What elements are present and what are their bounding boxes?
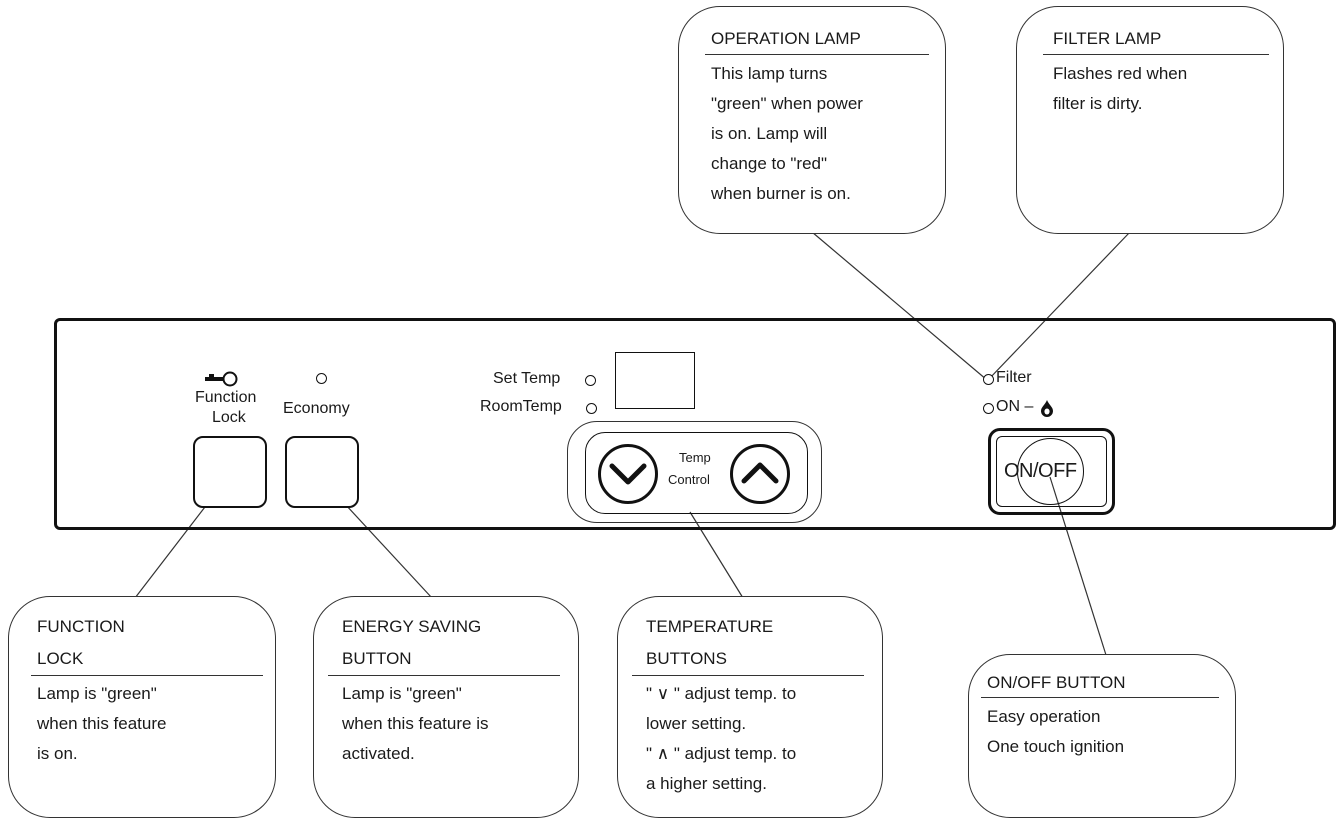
temp-down-button[interactable]	[596, 443, 660, 505]
function-lock-label: Lock	[212, 409, 246, 426]
operation-lamp	[983, 403, 994, 414]
economy-button[interactable]	[285, 436, 359, 508]
temp-up-button[interactable]	[728, 443, 792, 505]
economy-lamp	[316, 373, 327, 384]
callout-operation-lamp: OPERATION LAMP This lamp turns "green" w…	[678, 6, 946, 234]
callout-line: change to "red"	[711, 154, 828, 173]
callout-line: Lamp is "green"	[37, 684, 157, 703]
callout-title: TEMPERATURE	[646, 617, 774, 636]
function-lock-label: Function	[195, 389, 257, 406]
callout-line: when this feature	[37, 714, 167, 733]
temp-control-outer	[567, 421, 822, 523]
on-label: ON –	[996, 398, 1034, 415]
callout-line: activated.	[342, 744, 415, 763]
callout-on-off: ON/OFF BUTTON Easy operation One touch i…	[968, 654, 1236, 818]
on-off-label: ON/OFF	[1004, 460, 1077, 482]
callout-line: is on.	[37, 744, 78, 763]
temperature-display	[615, 352, 695, 409]
filter-lamp	[983, 374, 994, 385]
set-temp-label: Set Temp	[493, 370, 561, 387]
filter-label: Filter	[996, 369, 1032, 386]
on-off-circle	[1017, 438, 1084, 505]
leader-temperature	[689, 511, 744, 599]
title-underline	[705, 54, 929, 55]
control-panel	[54, 318, 1336, 530]
callout-function-lock: FUNCTION LOCK Lamp is "green" when this …	[8, 596, 276, 818]
callout-line: Flashes red when	[1053, 64, 1188, 83]
callout-line: lower setting.	[646, 714, 747, 733]
function-lock-button[interactable]	[193, 436, 267, 508]
callout-line: One touch ignition	[987, 737, 1125, 756]
room-temp-lamp	[586, 403, 597, 414]
callout-energy-saving: ENERGY SAVING BUTTON Lamp is "green" whe…	[313, 596, 579, 818]
callout-line: when burner is on.	[711, 184, 851, 203]
leader-operation-lamp	[811, 231, 988, 381]
callout-line: when this feature is	[342, 714, 489, 733]
callout-line: Lamp is "green"	[342, 684, 462, 703]
callout-line: This lamp turns	[711, 64, 828, 83]
callout-temperature: TEMPERATURE BUTTONS " ∨ " adjust temp. t…	[617, 596, 883, 818]
callout-line: filter is dirty.	[1053, 94, 1143, 113]
callout-line: " ∨ " adjust temp. to	[646, 684, 797, 703]
room-temp-label: RoomTemp	[480, 398, 562, 415]
callout-line: "green" when power	[711, 94, 863, 113]
callout-line: " ∧ " adjust temp. to	[646, 744, 797, 763]
set-temp-lamp	[585, 375, 596, 386]
callout-title: BUTTON	[342, 649, 412, 668]
title-underline	[1043, 54, 1269, 55]
callout-title: FUNCTION	[37, 617, 125, 636]
economy-label: Economy	[283, 400, 350, 417]
chevron-up-icon	[741, 462, 779, 484]
callout-title: OPERATION LAMP	[711, 29, 861, 48]
chevron-down-icon	[609, 463, 647, 485]
temp-control-label: Control	[668, 472, 710, 487]
title-underline	[632, 675, 864, 676]
callout-title: ENERGY SAVING	[342, 617, 482, 636]
callout-title: ON/OFF BUTTON	[987, 673, 1126, 692]
leader-filter-lamp	[987, 231, 1131, 381]
flame-icon	[1041, 400, 1053, 417]
callout-title: LOCK	[37, 649, 84, 668]
callout-line: Easy operation	[987, 707, 1101, 726]
title-underline	[31, 675, 263, 676]
on-off-inner	[996, 436, 1107, 507]
callout-title: BUTTONS	[646, 649, 727, 668]
temp-control-label: Temp	[679, 450, 711, 465]
title-underline	[981, 697, 1219, 698]
title-underline	[328, 675, 560, 676]
on-off-button[interactable]	[988, 428, 1115, 515]
key-icon	[205, 371, 238, 387]
callout-line: is on. Lamp will	[711, 124, 828, 143]
callout-line: a higher setting.	[646, 774, 767, 793]
temp-control-inner	[585, 432, 808, 514]
callout-filter-lamp: FILTER LAMP Flashes red when filter is d…	[1016, 6, 1284, 234]
callout-title: FILTER LAMP	[1053, 29, 1162, 48]
